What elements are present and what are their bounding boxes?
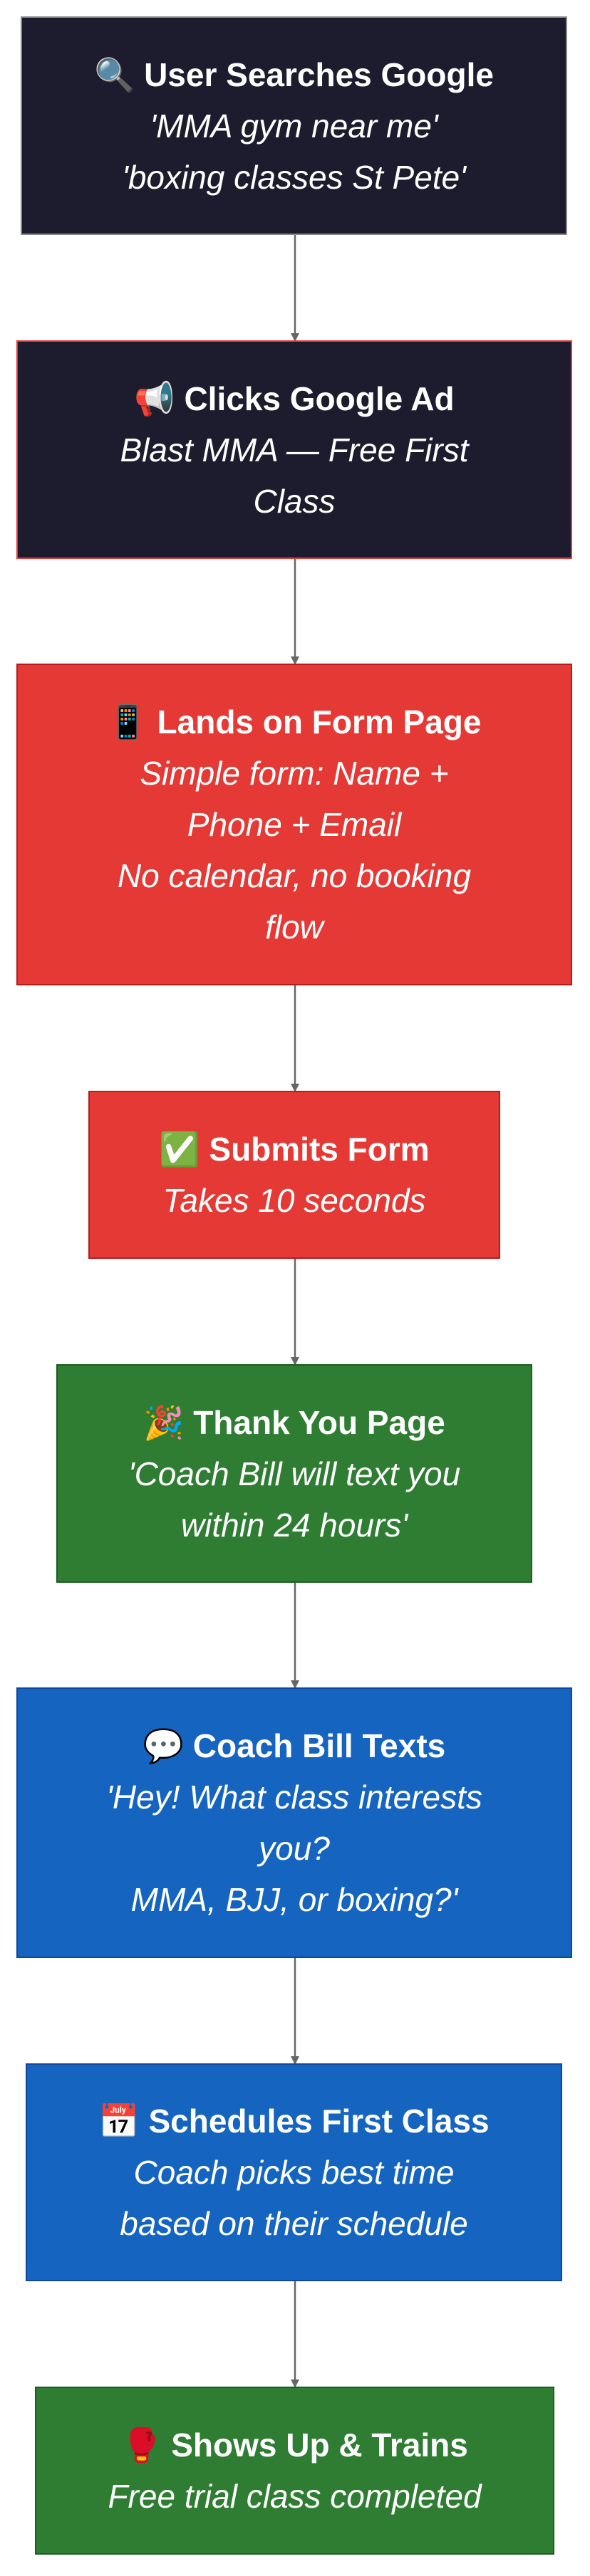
node-text-line: No calendar, no booking bbox=[117, 857, 472, 894]
node-text-line: flow bbox=[265, 909, 324, 946]
node-text-line: Phone + Email bbox=[187, 806, 402, 843]
node-lands-on-form-page: 📱 Lands on Form Page Simple form: Name +… bbox=[16, 664, 572, 985]
node-clicks-google-ad: 📢 Clicks Google Ad Blast MMA — Free Firs… bbox=[16, 340, 572, 559]
node-text-line: Coach picks best time bbox=[133, 2154, 455, 2191]
node-text-line: Blast MMA — Free First bbox=[120, 431, 469, 468]
node-text-line: based on their schedule bbox=[120, 2205, 468, 2242]
node-text-line: 'Coach Bill will text you bbox=[128, 1455, 461, 1492]
node-text-line: Simple form: Name + bbox=[140, 755, 449, 792]
node-submits-form: ✅ Submits Form Takes 10 seconds bbox=[88, 1091, 500, 1259]
node-title: 🥊 Shows Up & Trains bbox=[121, 2426, 468, 2464]
node-schedules-first-class: 📅 Schedules First Class Coach picks best… bbox=[26, 2063, 562, 2281]
node-text-line: within 24 hours' bbox=[180, 1506, 408, 1544]
node-title: 📅 Schedules First Class bbox=[98, 2103, 490, 2140]
node-title: 🎉 Thank You Page bbox=[143, 1403, 445, 1441]
node-text-line: MMA, BJJ, or boxing?' bbox=[130, 1881, 458, 1918]
node-title: 🔍 User Searches Google bbox=[94, 56, 494, 93]
node-title: 📢 Clicks Google Ad bbox=[134, 379, 455, 417]
node-title: 📱 Lands on Form Page bbox=[107, 703, 482, 740]
node-user-searches-google: 🔍 User Searches Google 'MMA gym near me'… bbox=[21, 16, 567, 235]
node-text-line: Class bbox=[253, 482, 336, 520]
node-shows-up-and-trains: 🥊 Shows Up & Trains Free trial class com… bbox=[35, 2387, 554, 2555]
node-coach-bill-texts: 💬 Coach Bill Texts 'Hey! What class inte… bbox=[16, 1687, 572, 1958]
node-thank-you-page: 🎉 Thank You Page 'Coach Bill will text y… bbox=[56, 1364, 532, 1583]
node-title: ✅ Submits Form bbox=[159, 1131, 430, 1168]
node-text-line: 'MMA gym near me' bbox=[150, 107, 438, 145]
node-text-line: 'boxing classes St Pete' bbox=[122, 158, 466, 196]
node-text-line: Free trial class completed bbox=[108, 2478, 482, 2515]
node-text-line: you? bbox=[259, 1830, 330, 1867]
node-text-line: Takes 10 seconds bbox=[162, 1182, 426, 1219]
node-title: 💬 Coach Bill Texts bbox=[143, 1727, 446, 1764]
node-text-line: 'Hey! What class interests bbox=[106, 1779, 482, 1816]
